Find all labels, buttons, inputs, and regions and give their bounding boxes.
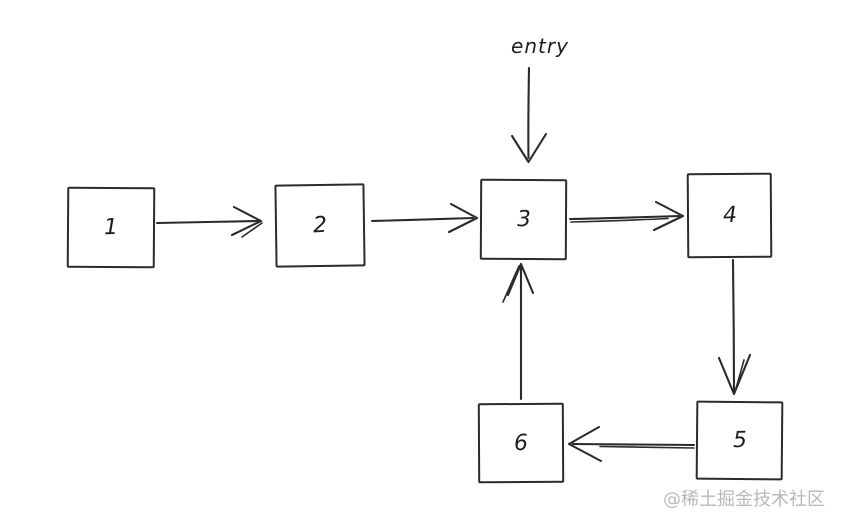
edge-2-3 bbox=[370, 202, 479, 234]
arrow-down-icon bbox=[510, 132, 548, 164]
node-2: 2 bbox=[274, 183, 366, 268]
node-label: 1 bbox=[103, 214, 119, 241]
node-label: 2 bbox=[312, 212, 328, 239]
edge-5-6 bbox=[567, 425, 696, 463]
edge-6-3 bbox=[502, 262, 535, 401]
node-3: 3 bbox=[479, 178, 568, 261]
node-4: 4 bbox=[686, 172, 773, 259]
node-label: 4 bbox=[721, 202, 738, 229]
node-label: 5 bbox=[732, 427, 747, 454]
node-5: 5 bbox=[695, 400, 784, 481]
node-label: 3 bbox=[516, 206, 531, 233]
watermark: @稀土掘金技术社区 bbox=[663, 489, 825, 510]
entry-label: entry bbox=[511, 34, 569, 58]
node-1: 1 bbox=[66, 186, 156, 269]
arrow-right-icon bbox=[652, 200, 685, 232]
node-6: 6 bbox=[477, 402, 565, 484]
edge-1-2 bbox=[155, 205, 263, 238]
arrow-right-icon bbox=[447, 202, 479, 234]
edge-4-5 bbox=[717, 258, 752, 396]
edge-3-4 bbox=[568, 200, 685, 232]
arrow-up-icon bbox=[506, 262, 535, 297]
node-label: 6 bbox=[513, 430, 529, 456]
arrow-right-icon bbox=[230, 205, 263, 237]
arrow-left-icon bbox=[567, 425, 603, 463]
edge-entry-3 bbox=[510, 66, 548, 164]
